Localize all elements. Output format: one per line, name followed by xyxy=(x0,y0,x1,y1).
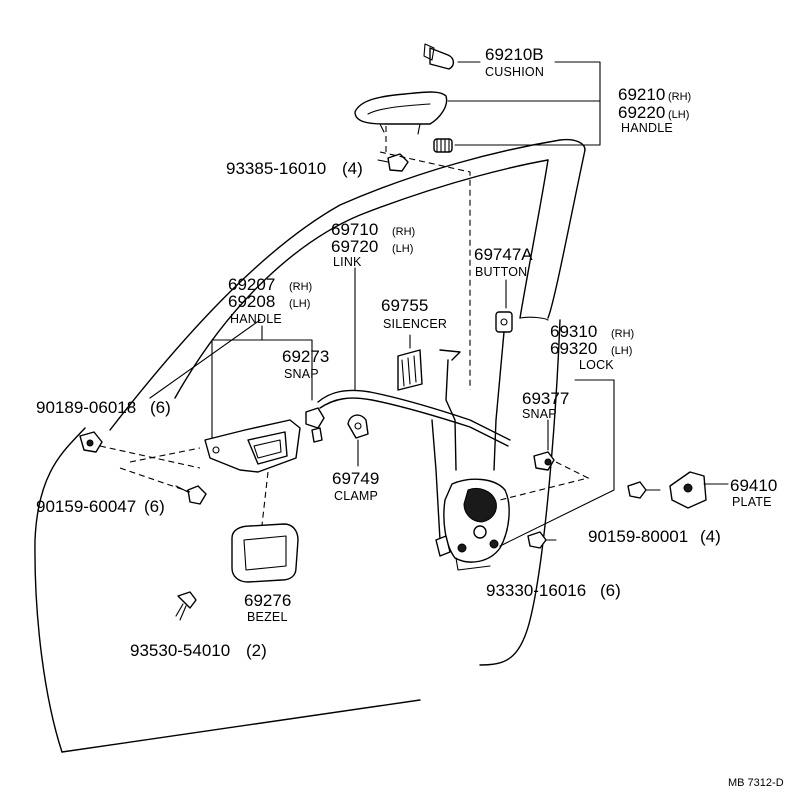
label-snap-handle: 69273 SNAP xyxy=(282,347,329,381)
inside-handle-number-rh: 69207 xyxy=(228,275,275,294)
screw-plate-qty: (4) xyxy=(700,527,721,546)
bolt-handle-number: 93385-16010 xyxy=(226,159,326,178)
lock-side-rh: (RH) xyxy=(611,328,634,340)
bezel-part xyxy=(231,523,299,583)
bushing-part xyxy=(79,431,103,453)
label-silencer: 69755 SILENCER xyxy=(381,296,447,331)
screw-plate-number: 90159-80001 xyxy=(588,527,688,546)
inside-handle-name: HANDLE xyxy=(230,312,282,326)
inside-handle-side-lh: (LH) xyxy=(289,298,310,310)
lock-number-rh: 69310 xyxy=(550,322,597,341)
screw-plate-part xyxy=(627,481,661,499)
inside-handle-part xyxy=(204,419,301,473)
outside-handle-side-lh: (LH) xyxy=(668,109,689,121)
inside-handle-number-lh: 69208 xyxy=(228,292,275,311)
plate-number: 69410 xyxy=(730,476,777,495)
bolt-inside-handle-qty: (6) xyxy=(144,497,165,516)
clamp-part xyxy=(347,414,369,467)
lock-side-lh: (LH) xyxy=(611,345,632,357)
bushing-leader xyxy=(149,319,261,399)
outside-handle-side-rh: (RH) xyxy=(668,91,691,103)
lock-assembly-part xyxy=(431,349,510,571)
bushing-guide xyxy=(99,445,201,469)
label-link: 69710 (RH) 69720 (LH) LINK xyxy=(331,220,415,269)
snap-lock-guide xyxy=(499,461,590,501)
outside-handle-name: HANDLE xyxy=(621,121,673,135)
button-number: 69747A xyxy=(474,245,533,264)
screw-bezel-number: 93530-54010 xyxy=(130,641,230,660)
cushion-number: 69210B xyxy=(485,45,544,64)
outside-handle-number-rh: 69210 xyxy=(618,85,665,104)
bezel-name: BEZEL xyxy=(247,610,288,624)
outside-handle-number-lh: 69220 xyxy=(618,103,665,122)
door-panel-outline xyxy=(34,138,586,753)
inside-handle-guides xyxy=(119,447,201,493)
plate-name: PLATE xyxy=(732,495,772,509)
bushing-number: 90189-06018 xyxy=(36,398,136,417)
snap-handle-name: SNAP xyxy=(284,367,319,381)
snap-lock-number: 69377 xyxy=(522,389,569,408)
label-screw-bezel: 93530-54010 (2) xyxy=(130,641,267,660)
bolt-inside-handle-number: 90159-60047 xyxy=(36,497,136,516)
inside-handle-side-rh: (RH) xyxy=(289,281,312,293)
clamp-number: 69749 xyxy=(332,469,379,488)
screw-lock-part xyxy=(527,531,557,549)
handle-guide xyxy=(379,151,471,390)
link-name: LINK xyxy=(333,255,362,269)
link-number-lh: 69720 xyxy=(331,237,378,256)
screw-lock-number: 93330-16016 xyxy=(486,581,586,600)
plate-part xyxy=(669,471,729,509)
bolt-handle-part xyxy=(377,153,409,172)
label-inside-handle: 69207 (RH) 69208 (LH) HANDLE xyxy=(228,275,312,326)
screw-bezel-part xyxy=(175,591,197,621)
bushing-qty: (6) xyxy=(150,398,171,417)
label-screw-lock: 93330-16016 (6) xyxy=(486,581,621,600)
snap-handle-number: 69273 xyxy=(282,347,329,366)
label-clamp: 69749 CLAMP xyxy=(332,469,379,503)
cushion-part xyxy=(423,43,455,70)
silencer-part xyxy=(397,334,423,391)
screw-bezel-qty: (2) xyxy=(246,641,267,660)
bolt-handle-qty: (4) xyxy=(342,159,363,178)
label-cushion: 69210B CUSHION xyxy=(485,45,544,79)
clamp-name: CLAMP xyxy=(334,489,378,503)
label-bolt-handle: 93385-16010 (4) xyxy=(226,159,363,178)
label-bezel: 69276 BEZEL xyxy=(244,591,291,624)
diagram-code: MB 7312-D xyxy=(728,777,784,789)
silencer-number: 69755 xyxy=(381,296,428,315)
link-side-rh: (RH) xyxy=(392,226,415,238)
label-plate: 69410 PLATE xyxy=(730,476,777,509)
cushion-bracket xyxy=(454,61,601,146)
lock-bracket xyxy=(499,379,615,547)
outside-handle-part xyxy=(354,91,448,135)
label-snap-lock: 69377 SNAP xyxy=(522,389,569,421)
label-button: 69747A BUTTON xyxy=(474,245,533,279)
label-screw-plate: 90159-80001 (4) xyxy=(588,527,721,546)
cushion-name: CUSHION xyxy=(485,65,544,79)
bezel-guide xyxy=(261,471,269,526)
bezel-number: 69276 xyxy=(244,591,291,610)
link-side-lh: (LH) xyxy=(392,243,413,255)
label-bolt-inside-handle: 90159-60047 (6) xyxy=(36,497,165,516)
snap-lock-part xyxy=(533,419,555,471)
snap-handle-part xyxy=(305,407,325,443)
link-number-rh: 69710 xyxy=(331,220,378,239)
spring-part xyxy=(433,138,453,153)
lock-name: LOCK xyxy=(579,358,614,372)
snap-lock-name: SNAP xyxy=(522,407,557,421)
silencer-name: SILENCER xyxy=(383,317,447,331)
label-bushing: 90189-06018 (6) xyxy=(36,398,171,417)
lock-number-lh: 69320 xyxy=(550,339,597,358)
label-outside-handle: 69210 (RH) 69220 (LH) HANDLE xyxy=(618,85,691,135)
inside-handle-bracket xyxy=(211,339,313,439)
label-lock: 69310 (RH) 69320 (LH) LOCK xyxy=(550,322,634,372)
button-name: BUTTON xyxy=(475,265,527,279)
button-part xyxy=(493,279,513,471)
screw-lock-qty: (6) xyxy=(600,581,621,600)
